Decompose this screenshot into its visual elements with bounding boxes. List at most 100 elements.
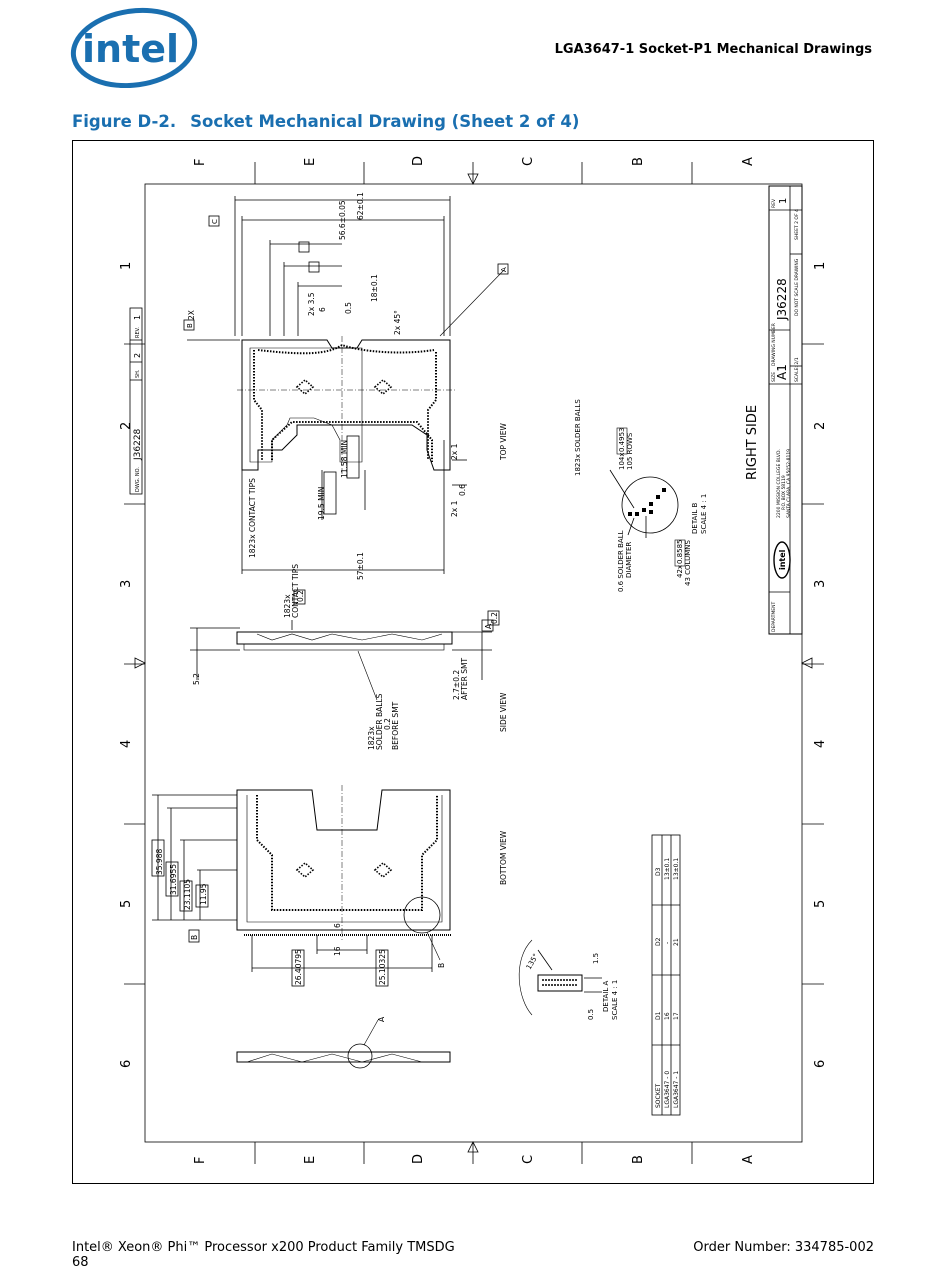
label-bottom-view: BOTTOM VIEW bbox=[499, 830, 508, 885]
footer-left: Intel® Xeon® Phi™ Processor x200 Product… bbox=[72, 1240, 455, 1270]
dim-135-deg: 135° bbox=[525, 952, 540, 971]
bottom-view-labels: 35.988 31.6955 23.1105 11.95 26.40795 25… bbox=[155, 830, 508, 985]
tb-sheet: SHEET 2 OF 4 bbox=[794, 209, 800, 240]
zone-letter-c: C bbox=[521, 157, 536, 166]
rev-value: 1 bbox=[133, 315, 142, 320]
zone-number-4-right: 4 bbox=[813, 740, 828, 748]
detail-b bbox=[609, 469, 679, 538]
th-d3: D3 bbox=[655, 867, 662, 876]
zone-letter-b-bottom: B bbox=[631, 1155, 646, 1164]
dim-43-columns: 43 COLUMNS bbox=[684, 540, 692, 586]
td-d1-0: 16 bbox=[664, 1012, 671, 1020]
tb-address1: 2200 MISSION COLLEGE BLVD. bbox=[776, 449, 782, 518]
tb-rev-label: REV bbox=[771, 198, 777, 208]
footer-page-number: 68 bbox=[72, 1255, 89, 1270]
side-view bbox=[190, 589, 500, 701]
revision-tag: DWG. NO. J36228 SH. 2 REV. 1 bbox=[129, 307, 143, 495]
dim-26-40795: 26.40795 bbox=[294, 949, 303, 985]
callout-4: A bbox=[500, 267, 508, 272]
tb-intel-logo: intel bbox=[778, 549, 787, 570]
tb-rev: 1 bbox=[778, 198, 789, 204]
side-view-labels: 5.2 2.7±0.2 AFTER SMT 1823x CONTACT TIPS… bbox=[192, 564, 508, 750]
dim-57: 57±0.1 bbox=[356, 552, 365, 580]
dim-0-5: 0.5 bbox=[344, 302, 353, 314]
dim-18: 18±0.1 bbox=[370, 274, 379, 302]
dim-19-5-min: 19.5 MIN bbox=[317, 487, 326, 520]
tb-do-not-scale: DO NOT SCALE DRAWING bbox=[794, 258, 800, 316]
dim-0-5-detail: 0.5 bbox=[587, 1009, 595, 1020]
td-d3-1: 13±0.1 bbox=[673, 858, 680, 880]
dim-11-58-min: 11.58 MIN bbox=[340, 440, 349, 478]
dim-16: 16 bbox=[333, 946, 342, 956]
label-top-view: TOP VIEW bbox=[499, 423, 508, 461]
zone-number-6-left: 6 bbox=[119, 1060, 134, 1068]
td-d2-1: 21 bbox=[673, 938, 680, 946]
zone-letter-f-bottom: F bbox=[193, 1157, 208, 1164]
zone-number-5-right: 5 bbox=[813, 900, 828, 908]
td-d2-0: - bbox=[664, 942, 671, 944]
dim-2x-45: 2x 45° bbox=[393, 310, 402, 335]
dim-flatness-0-2: 0.2 bbox=[296, 590, 305, 602]
dim-56-6: 56.6±0.05 bbox=[338, 200, 347, 240]
dim-1-5: 1.5 bbox=[592, 953, 600, 964]
mechanical-drawing: F E D C B A F E D C B A 1 2 3 4 5 6 1 2 … bbox=[72, 140, 874, 1184]
zone-number-1-left: 1 bbox=[119, 262, 134, 270]
tb-drawing-number: J36228 bbox=[775, 278, 789, 321]
dim-5-2: 5.2 bbox=[192, 673, 201, 685]
dim-6: 6 bbox=[318, 307, 327, 312]
tb-address2: P.O. BOX 58119 bbox=[781, 475, 787, 510]
zone-letter-d: D bbox=[411, 156, 426, 166]
datum-a: A bbox=[484, 623, 493, 629]
th-socket: SOCKET bbox=[655, 1084, 662, 1108]
sh-label: SH. bbox=[135, 369, 141, 378]
rev-label: REV. bbox=[135, 327, 141, 338]
outer-border bbox=[72, 140, 874, 1184]
zone-number-5-left: 5 bbox=[119, 900, 134, 908]
zone-letter-a-bottom: A bbox=[741, 1155, 756, 1164]
top-view bbox=[187, 196, 505, 574]
label-side-view: SIDE VIEW bbox=[499, 692, 508, 732]
dim-2x-1-top: 2x 1 bbox=[450, 443, 459, 460]
zone-letter-f: F bbox=[193, 159, 208, 166]
zone-letter-e-bottom: E bbox=[303, 1156, 318, 1164]
zone-number-1-right: 1 bbox=[813, 262, 828, 270]
end-view-labels: A bbox=[377, 1016, 386, 1022]
label-detail-a: DETAIL A bbox=[602, 980, 610, 1012]
note-1823x-solder-balls: 1823x SOLDER BALLS bbox=[574, 399, 582, 476]
dim-105-rows: 105 ROWS bbox=[626, 432, 634, 470]
dim-flatness-0-2-b: 0.2 bbox=[490, 612, 499, 624]
socket-table bbox=[651, 834, 681, 1116]
dim-62: 62±0.1 bbox=[356, 192, 365, 220]
note-diameter: DIAMETER bbox=[625, 542, 633, 578]
note-contact-tips: 1823x CONTACT TIPS bbox=[248, 478, 257, 558]
footer-product-line: Intel® Xeon® Phi™ Processor x200 Product… bbox=[72, 1240, 455, 1255]
datum-boxes-top: C B A bbox=[183, 215, 509, 515]
label-right-side: RIGHT SIDE bbox=[745, 405, 760, 480]
title-block-text: DEPARTMENT 2200 MISSION COLLEGE BLVD. P.… bbox=[771, 198, 800, 632]
figure-title: Socket Mechanical Drawing (Sheet 2 of 4) bbox=[190, 112, 580, 131]
zone-number-6-right: 6 bbox=[813, 1060, 828, 1068]
td-socket-0: LGA3647 - 0 bbox=[664, 1071, 671, 1108]
inner-border bbox=[144, 183, 803, 1143]
dim-104x: 104x bbox=[618, 452, 626, 470]
note-0-6-solder-ball: 0.6 SOLDER BALL bbox=[617, 530, 625, 592]
figure-number: Figure D-2. bbox=[72, 112, 177, 131]
top-view-labels: 62±0.1 56.6±0.05 57±0.1 18±0.1 0.5 6 2x … bbox=[187, 192, 508, 580]
datum-b-bottom: B bbox=[190, 935, 199, 940]
dim-42x: 42x bbox=[676, 565, 684, 578]
th-d1: D1 bbox=[655, 1011, 662, 1020]
td-d1-1: 17 bbox=[673, 1012, 680, 1020]
label-detail-a-scale: SCALE 4 : 1 bbox=[611, 980, 619, 1020]
dwg-no-label: DWG. NO. bbox=[135, 467, 141, 492]
dwg-no-value: J36228 bbox=[133, 428, 143, 461]
dim-2x-3-5: 2x 3.5 bbox=[307, 292, 316, 316]
note-solder-balls-2: SOLDER BALLS bbox=[375, 693, 384, 750]
tb-drawing-number-label: DRAWING NUMBER bbox=[771, 323, 777, 366]
label-detail-b-scale: SCALE 4 : 1 bbox=[700, 494, 708, 534]
dim-0-8585: 0.8585 bbox=[676, 540, 684, 565]
title-block bbox=[768, 185, 803, 635]
figure-caption: Figure D-2. Socket Mechanical Drawing (Sh… bbox=[72, 112, 579, 131]
logo-text: intel bbox=[82, 27, 179, 71]
zone-letter-e: E bbox=[303, 158, 318, 166]
dim-31-6955: 31.6955 bbox=[169, 864, 178, 895]
